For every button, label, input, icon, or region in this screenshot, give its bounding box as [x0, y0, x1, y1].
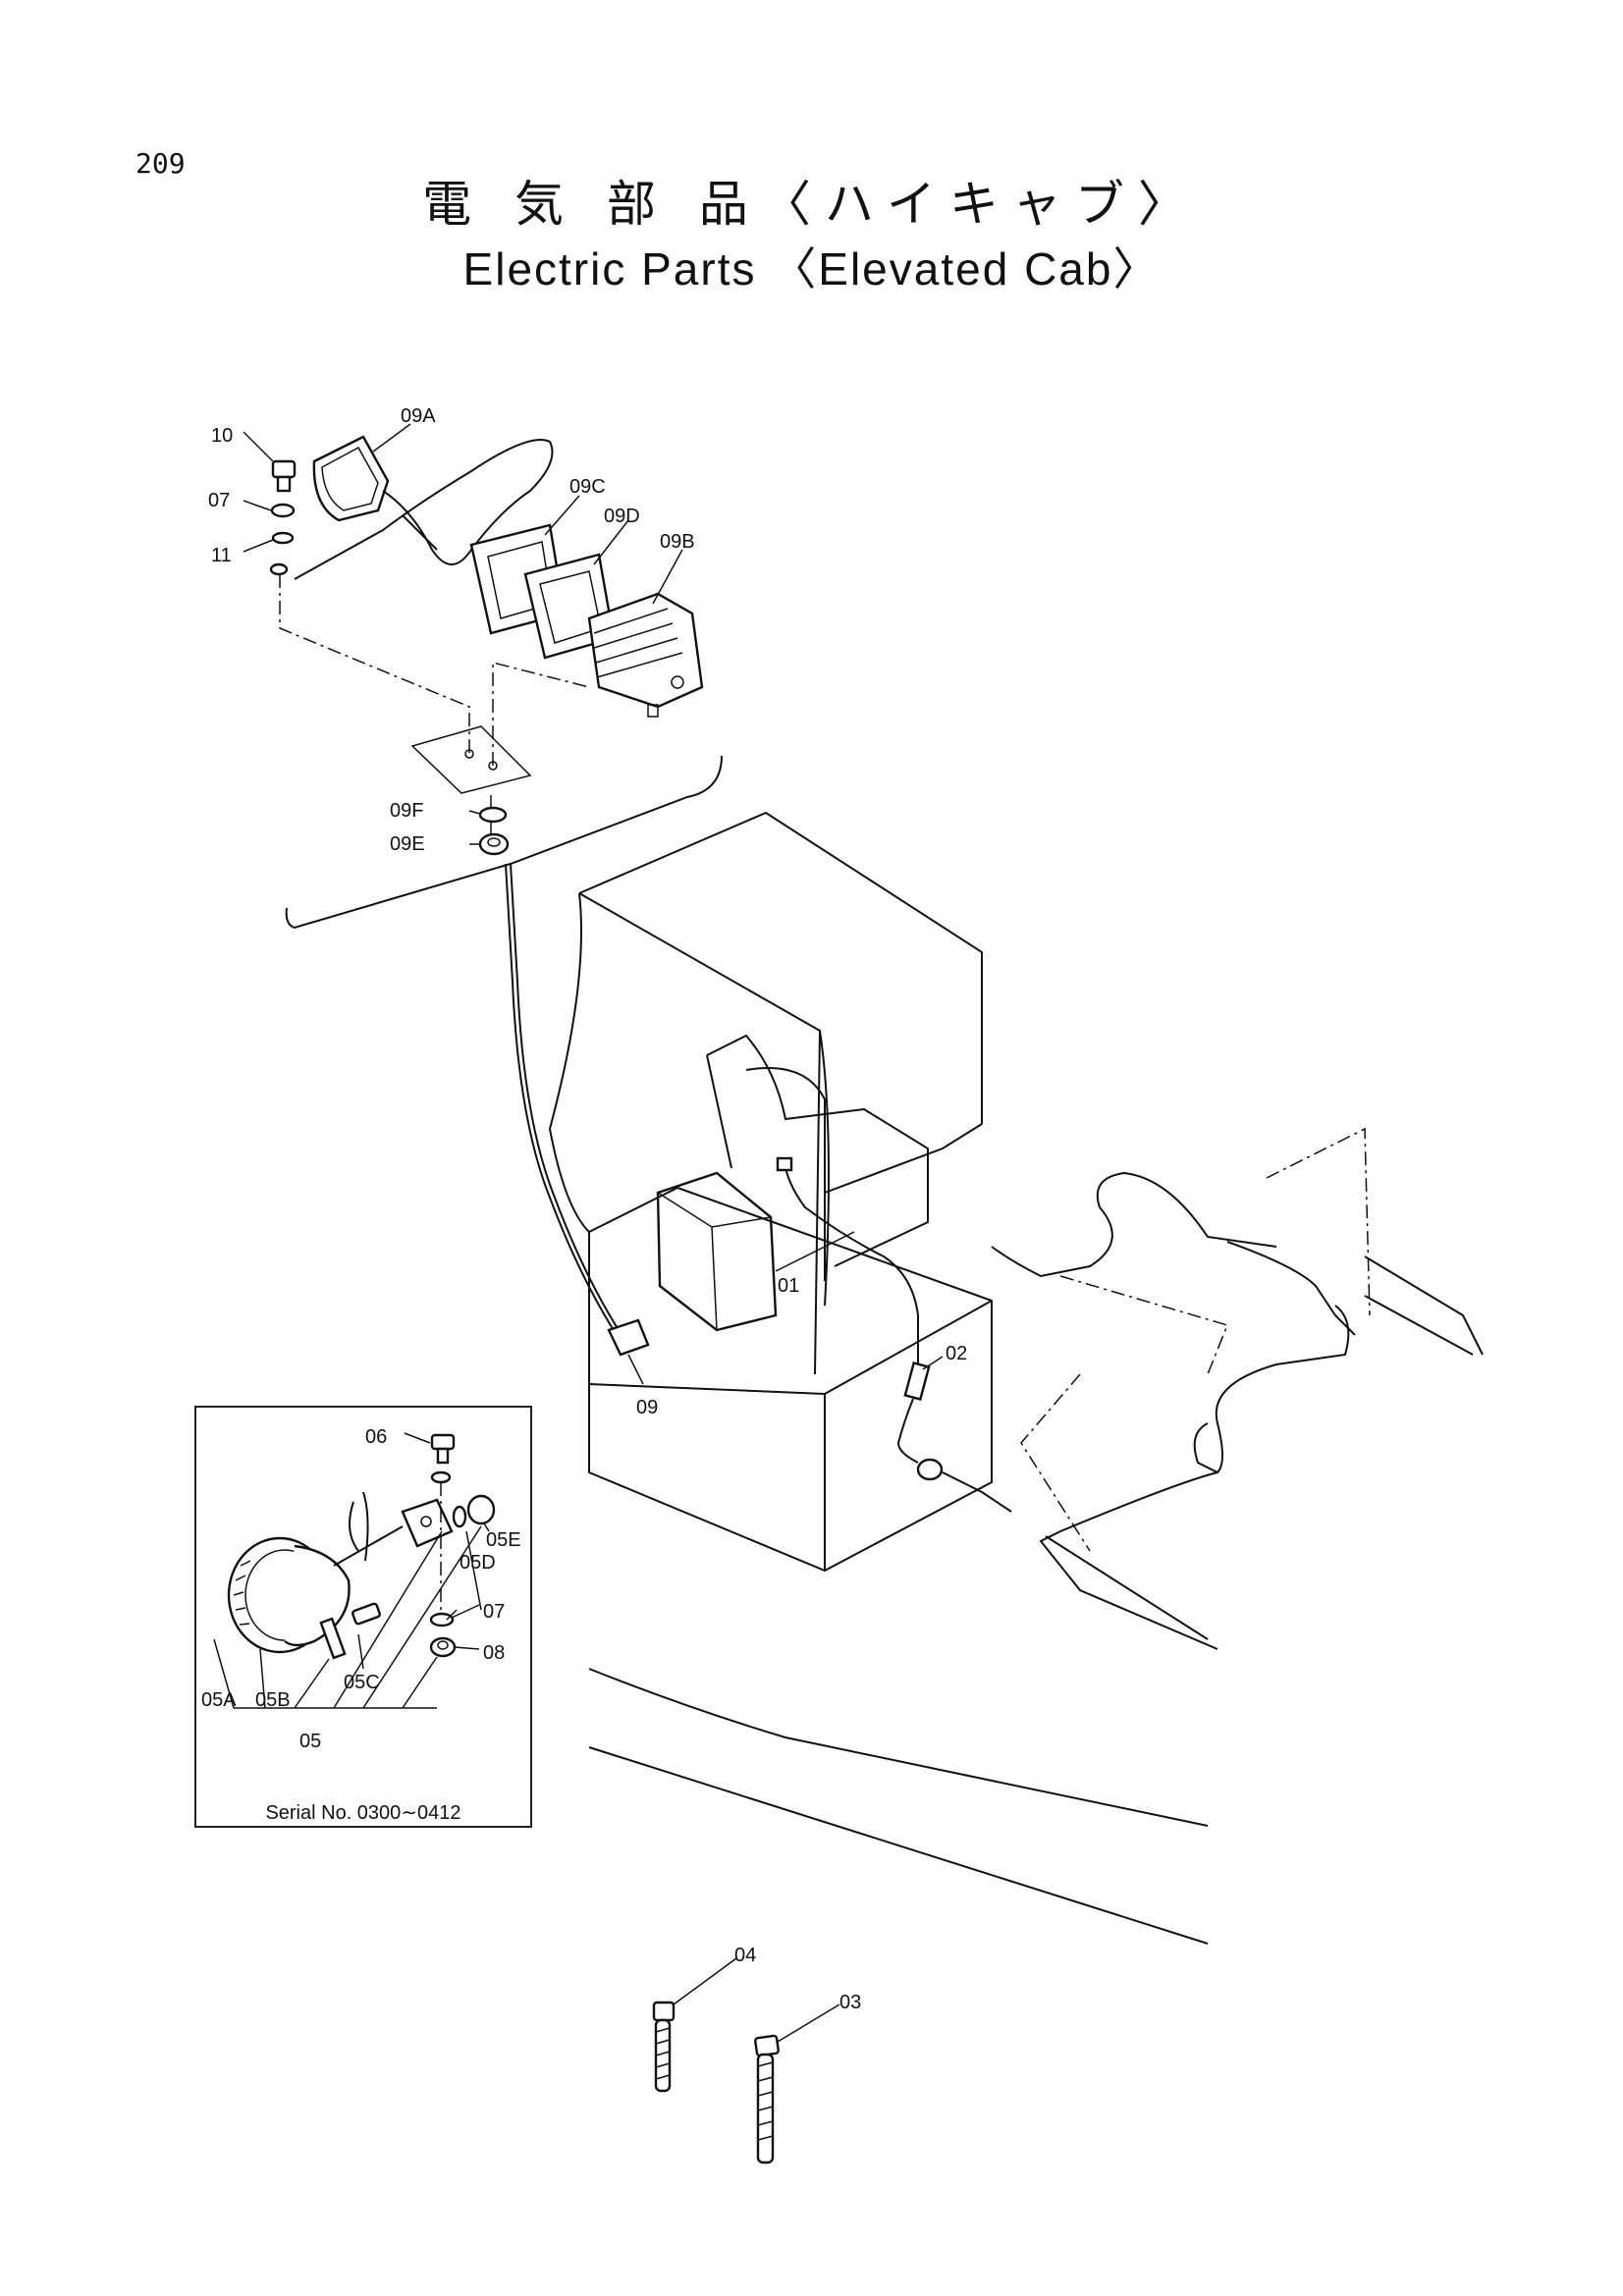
- callout-02: 02: [946, 1343, 967, 1364]
- nut-09e: [478, 832, 510, 856]
- harness-02: [896, 1362, 1012, 1513]
- mounting-plate: [410, 725, 532, 794]
- control-box: [656, 1171, 778, 1332]
- serial-note: Serial No. 0300∼0412: [265, 1802, 461, 1824]
- leader-lines: [243, 423, 944, 2043]
- callout-09: 09: [636, 1397, 658, 1418]
- bolt-05c: [319, 1602, 381, 1660]
- cable-tie-04: [652, 2001, 676, 2093]
- callout-09f: 09F: [390, 800, 423, 822]
- callout-07-top: 07: [208, 490, 230, 511]
- lamp-body-09a: [294, 435, 554, 580]
- callout-09a: 09A: [401, 405, 436, 427]
- washer-09f: [478, 806, 508, 824]
- page-number: 209: [135, 147, 186, 180]
- callout-11: 11: [211, 545, 232, 566]
- washer-07-inset: [429, 1612, 455, 1628]
- title-english: Electric Parts 〈Elevated Cab〉: [462, 243, 1161, 294]
- callout-05c: 05C: [344, 1672, 380, 1693]
- washer-07: [270, 503, 296, 518]
- callout-01: 01: [778, 1275, 799, 1297]
- detail-bubble-outline: [285, 755, 723, 930]
- callout-06: 06: [365, 1426, 387, 1448]
- callout-09b: 09B: [660, 531, 695, 553]
- work-lamp-detail: [269, 435, 723, 930]
- cab-roof: [578, 811, 983, 1124]
- callout-05b: 05B: [255, 1689, 291, 1711]
- callout-09d: 09D: [604, 506, 640, 527]
- lens-housing-09b: [587, 592, 704, 718]
- title-japanese: 電 気 部 品〈ハイキャブ〉: [422, 176, 1201, 233]
- washer-11: [271, 531, 295, 545]
- callout-05a: 05A: [201, 1689, 237, 1711]
- callout-05e: 05E: [486, 1529, 521, 1551]
- callout-08: 08: [483, 1642, 505, 1664]
- callout-labels: 10 09A 07 11 09C 09D 09B 09F 09E 01 02 0…: [201, 405, 967, 2013]
- inset-lamp-assembly: [213, 1433, 496, 1709]
- cab-assembly: [548, 811, 1484, 1945]
- harness-01: [784, 1167, 919, 1374]
- callout-05: 05: [299, 1731, 321, 1752]
- callout-09e: 09E: [390, 833, 425, 855]
- wiring-harness: [505, 863, 1012, 1513]
- connector-09: [607, 1318, 650, 1357]
- callout-07-inset: 07: [483, 1601, 505, 1623]
- bracket: [401, 1498, 454, 1548]
- callout-09c: 09C: [569, 476, 606, 498]
- collar-05e: [466, 1494, 496, 1525]
- bolt-10: [271, 459, 297, 493]
- cable-tie-03: [754, 2034, 780, 2164]
- nut-08: [429, 1636, 457, 1658]
- washer-05d: [452, 1505, 467, 1528]
- bolt-06: [430, 1433, 456, 1465]
- serial-inset-frame: [194, 1406, 532, 1828]
- callout-05d: 05D: [460, 1552, 496, 1574]
- callout-03: 03: [839, 1992, 861, 2013]
- callout-04: 04: [734, 1945, 756, 1966]
- callout-10: 10: [211, 425, 233, 447]
